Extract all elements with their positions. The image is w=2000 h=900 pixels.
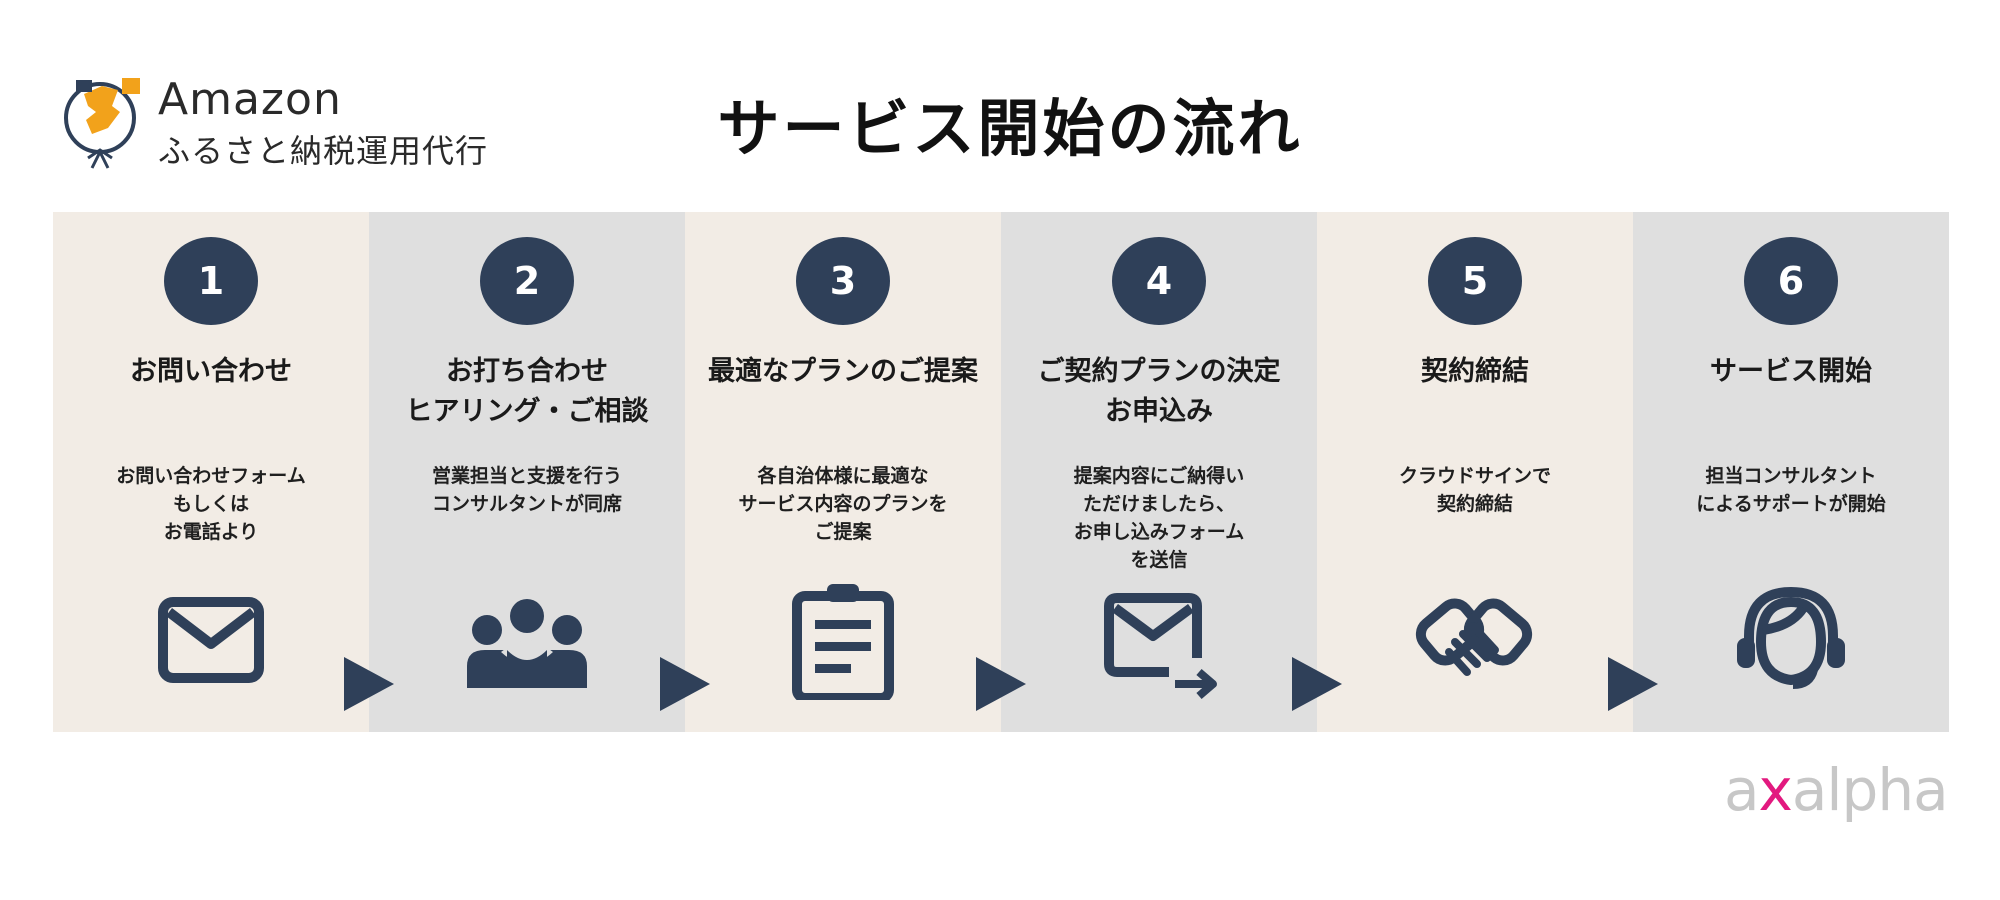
service-logo: Amazon ふるさと納税運用代行: [62, 72, 522, 182]
mail-send-icon: [1104, 593, 1217, 700]
logo-mark-icon: [64, 78, 140, 169]
logo-part: a: [1724, 756, 1760, 824]
step-title: 最適なプランのご提案: [708, 356, 978, 387]
step-title: 契約締結: [1421, 356, 1529, 387]
step-description: 各自治体様に最適な サービス内容のプランを ご提案: [738, 465, 948, 543]
step-1-panel: 1 お問い合わせ お問い合わせフォーム もしくは お電話より: [53, 212, 369, 732]
logo-part: alpha: [1791, 756, 1949, 824]
arrow-right-icon: [1292, 657, 1342, 711]
step-2-panel: 2 お打ち合わせ ヒアリング・ご相談 営業担当と支援を行う コンサルタントが同席: [369, 212, 685, 732]
step-number-badge: 3: [796, 237, 890, 325]
page-title: サービス開始の流れ: [717, 92, 1303, 165]
step-description: クラウドサインで 契約締結: [1398, 465, 1551, 515]
logo-text-service: ふるさと納税運用代行: [158, 132, 489, 170]
arrow-right-icon: [976, 657, 1026, 711]
arrow-right-icon: [344, 657, 394, 711]
axalpha-logo: axalpha: [1724, 756, 1949, 824]
step-number-badge: 6: [1744, 237, 1838, 325]
steps-flow: 1 お問い合わせ お問い合わせフォーム もしくは お電話より 2 お打ち合わせ …: [53, 212, 1949, 732]
step-3-panel: 3 最適なプランのご提案 各自治体様に最適な サービス内容のプランを ご提案: [685, 212, 1001, 732]
step-title: ご契約プランの決定 お申込み: [1037, 356, 1281, 427]
step-title: サービス開始: [1710, 356, 1872, 387]
step-4-panel: 4 ご契約プランの決定 お申込み 提案内容にご納得い ただけましたら、 お申し込…: [1001, 212, 1317, 732]
step-number-badge: 1: [164, 237, 258, 325]
step-number-badge: 4: [1112, 237, 1206, 325]
arrow-right-icon: [660, 657, 710, 711]
clipboard-icon: [792, 584, 894, 700]
step-title: お打ち合わせ ヒアリング・ご相談: [405, 356, 649, 427]
arrow-right-icon: [1608, 657, 1658, 711]
step-6-panel: 6 サービス開始 担当コンサルタント によるサポートが開始: [1633, 212, 1949, 732]
step-description: 提案内容にご納得い ただけましたら、 お申し込みフォーム を送信: [1073, 465, 1245, 571]
step-number-badge: 2: [480, 237, 574, 325]
headset-support-icon: [1737, 586, 1845, 689]
logo-text-amazon: Amazon: [158, 74, 342, 125]
step-number-badge: 5: [1428, 237, 1522, 325]
group-meeting-icon: [467, 599, 587, 688]
step-description: お問い合わせフォーム もしくは お電話より: [116, 465, 306, 543]
mail-icon: [158, 597, 264, 683]
handshake-icon: [1415, 598, 1533, 676]
step-description: 営業担当と支援を行う コンサルタントが同席: [431, 465, 622, 515]
logo-accent-x: x: [1758, 756, 1793, 824]
step-title: お問い合わせ: [130, 356, 292, 387]
step-description: 担当コンサルタント によるサポートが開始: [1696, 465, 1886, 515]
step-5-panel: 5 契約締結 クラウドサインで 契約締結: [1317, 212, 1633, 732]
